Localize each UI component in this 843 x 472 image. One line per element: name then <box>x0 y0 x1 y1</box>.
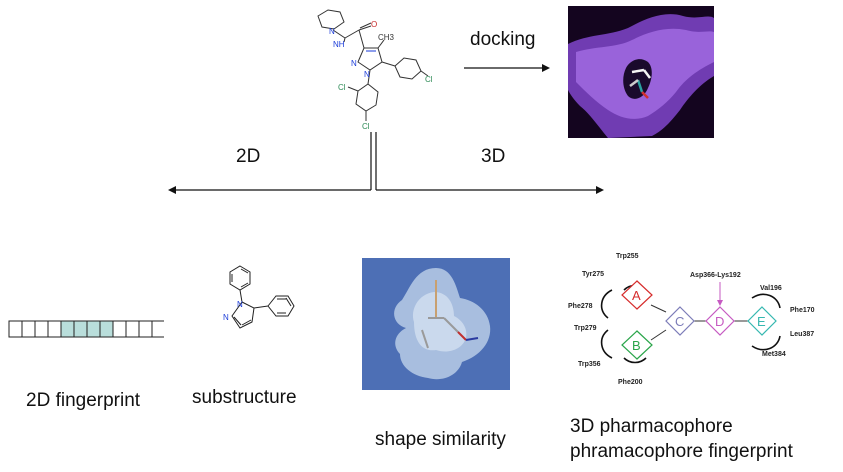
shape-similarity-image <box>362 258 510 390</box>
atom-cl-right: Cl <box>425 75 433 84</box>
atom-cl-para: Cl <box>362 122 370 131</box>
fingerprint-cell <box>138 320 153 338</box>
residue-leu387: Leu387 <box>790 331 814 338</box>
atom-cl-ortho: Cl <box>338 83 346 92</box>
docking-image <box>568 6 714 138</box>
fingerprint-cell <box>60 320 75 338</box>
fingerprint-cell <box>47 320 62 338</box>
label-2d: 2D <box>236 146 261 167</box>
fingerprint-cell <box>21 320 36 338</box>
fingerprint-cell <box>99 320 114 338</box>
residue-phe278: Phe278 <box>568 303 593 310</box>
fingerprint-cell <box>151 320 164 338</box>
residue-asp366-lys192: Asp366-Lys192 <box>690 272 741 279</box>
residue-val196: Val196 <box>760 285 782 292</box>
pharmacophore-label-line1: 3D pharmacophore <box>570 416 733 437</box>
residue-phe200: Phe200 <box>618 379 643 386</box>
feature-b-label: B <box>632 338 641 353</box>
fingerprint-cell <box>112 320 127 338</box>
feature-d-label: D <box>715 314 724 329</box>
docking-arrow <box>464 64 550 72</box>
residue-tyr275: Tyr275 <box>582 271 604 278</box>
residue-met384: Met384 <box>762 351 786 358</box>
pharmacophore-diagram: A B C D E Trp255 Tyr275 Phe278 Trp279 Tr… <box>568 253 815 386</box>
atom-n2: N <box>351 59 357 68</box>
residue-trp255: Trp255 <box>616 253 639 260</box>
feature-e-label: E <box>757 314 766 329</box>
fingerprint-cell <box>86 320 101 338</box>
split-arrows <box>168 132 604 194</box>
atom-ch3: CH3 <box>378 33 395 42</box>
residue-trp356: Trp356 <box>578 361 601 368</box>
substructure-molecule: N N <box>223 265 295 329</box>
fingerprint-cell <box>73 320 88 338</box>
shape-similarity-label: shape similarity <box>375 429 506 450</box>
svg-text:N: N <box>223 313 229 322</box>
feature-a-diamond <box>621 280 653 310</box>
atom-nh: NH <box>333 40 345 49</box>
fingerprint-cell <box>8 320 23 338</box>
feature-e-diamond <box>747 306 777 336</box>
feature-c-label: C <box>675 314 684 329</box>
feature-d-diamond <box>705 306 735 336</box>
label-3d: 3D <box>481 146 506 167</box>
fingerprint-cell <box>125 320 140 338</box>
svg-text:N: N <box>237 300 243 309</box>
fingerprint-bar <box>8 320 164 338</box>
atom-n-piperidine: N <box>329 27 335 36</box>
residue-trp279: Trp279 <box>574 325 597 332</box>
feature-a-label: A <box>632 288 641 303</box>
docking-label: docking <box>470 29 536 50</box>
atom-o: O <box>371 20 377 29</box>
feature-c-diamond <box>665 306 695 336</box>
substructure-label: substructure <box>192 387 297 408</box>
fingerprint-cell <box>34 320 49 338</box>
feature-b-diamond <box>621 330 653 360</box>
central-molecule: N O NH N N CH3 Cl Cl Cl <box>317 9 433 131</box>
pharmacophore-label-line2: phramacophore fingerprint <box>570 441 793 462</box>
residue-phe170: Phe170 <box>790 307 815 314</box>
fingerprint-label: 2D fingerprint <box>26 390 141 411</box>
atom-n1: N <box>364 70 370 79</box>
